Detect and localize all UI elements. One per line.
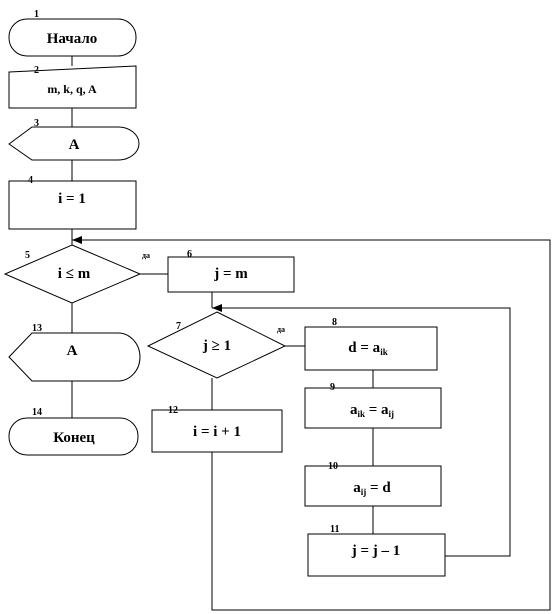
block-number: 4	[28, 175, 33, 186]
connectors	[71, 56, 551, 611]
process-shape	[304, 387, 442, 429]
block-number: 11	[330, 524, 339, 535]
manual-input-shape	[8, 65, 137, 109]
process-shape	[304, 465, 442, 507]
block-label: Конец	[53, 430, 95, 446]
display-shape	[8, 126, 140, 161]
block-label: A	[69, 137, 80, 153]
block-2-input: 2 m, k, q, A	[8, 65, 137, 109]
block-label: j = m	[213, 266, 248, 282]
block-number: 5	[25, 250, 30, 261]
block-number: 8	[332, 317, 337, 328]
block-label: i = 1	[58, 191, 86, 207]
block-1-start: 1 Начало	[8, 9, 137, 57]
block-number: 14	[32, 407, 42, 418]
block-4-process: 4 i = 1	[8, 175, 137, 230]
process-shape	[151, 409, 283, 453]
connector-12-loop-to-5	[72, 239, 551, 611]
block-6-process: 6 j = m	[167, 249, 295, 293]
block-12-process: 12 i = i + 1	[151, 405, 283, 453]
decision-shape	[3, 244, 142, 304]
block-label: aik = aij	[350, 402, 394, 419]
yes-label: да	[277, 325, 285, 334]
process-shape	[304, 326, 438, 371]
block-9-process: 9 aik = aij	[304, 382, 442, 429]
block-label: aij = d	[353, 480, 391, 497]
block-label: m, k, q, A	[47, 82, 97, 96]
block-7-decision: 7 j ≥ 1 да	[146, 311, 287, 379]
block-label: i ≤ m	[58, 266, 91, 282]
block-number: 9	[330, 382, 335, 393]
display-shape	[8, 332, 141, 382]
block-8-process: 8 d = aik	[304, 317, 438, 371]
block-3-display: 3 A	[8, 118, 140, 161]
block-number: 1	[34, 9, 39, 20]
block-number: 10	[328, 461, 338, 472]
process-shape	[8, 180, 137, 230]
block-label: j = j – 1	[351, 543, 401, 559]
block-14-end: 14 Конец	[8, 407, 139, 456]
block-label: d = aik	[348, 340, 387, 357]
process-shape	[307, 533, 446, 577]
block-10-process: 10 aij = d	[304, 461, 442, 507]
block-number: 6	[187, 249, 192, 260]
terminator-shape	[8, 18, 137, 57]
arrowhead-7	[212, 304, 222, 312]
arrowhead-5	[72, 236, 82, 244]
block-label: Начало	[47, 31, 98, 47]
block-number: 12	[168, 405, 178, 416]
block-label: j ≥ 1	[202, 338, 231, 354]
block-11-process: 11 j = j – 1	[307, 524, 446, 577]
decision-shape	[146, 311, 287, 379]
block-label: A	[67, 343, 78, 359]
block-number: 2	[34, 65, 39, 76]
terminator-shape	[8, 417, 139, 456]
block-number: 7	[176, 321, 181, 332]
block-number: 3	[34, 118, 39, 129]
process-shape	[167, 256, 295, 293]
connector-11-loop-to-7	[212, 307, 511, 557]
block-13-display: 13 A	[8, 323, 141, 382]
block-label: i = i + 1	[193, 424, 241, 440]
block-5-decision: 5 i ≤ m да	[3, 244, 150, 304]
block-number: 13	[32, 323, 42, 334]
yes-label: да	[142, 251, 150, 260]
